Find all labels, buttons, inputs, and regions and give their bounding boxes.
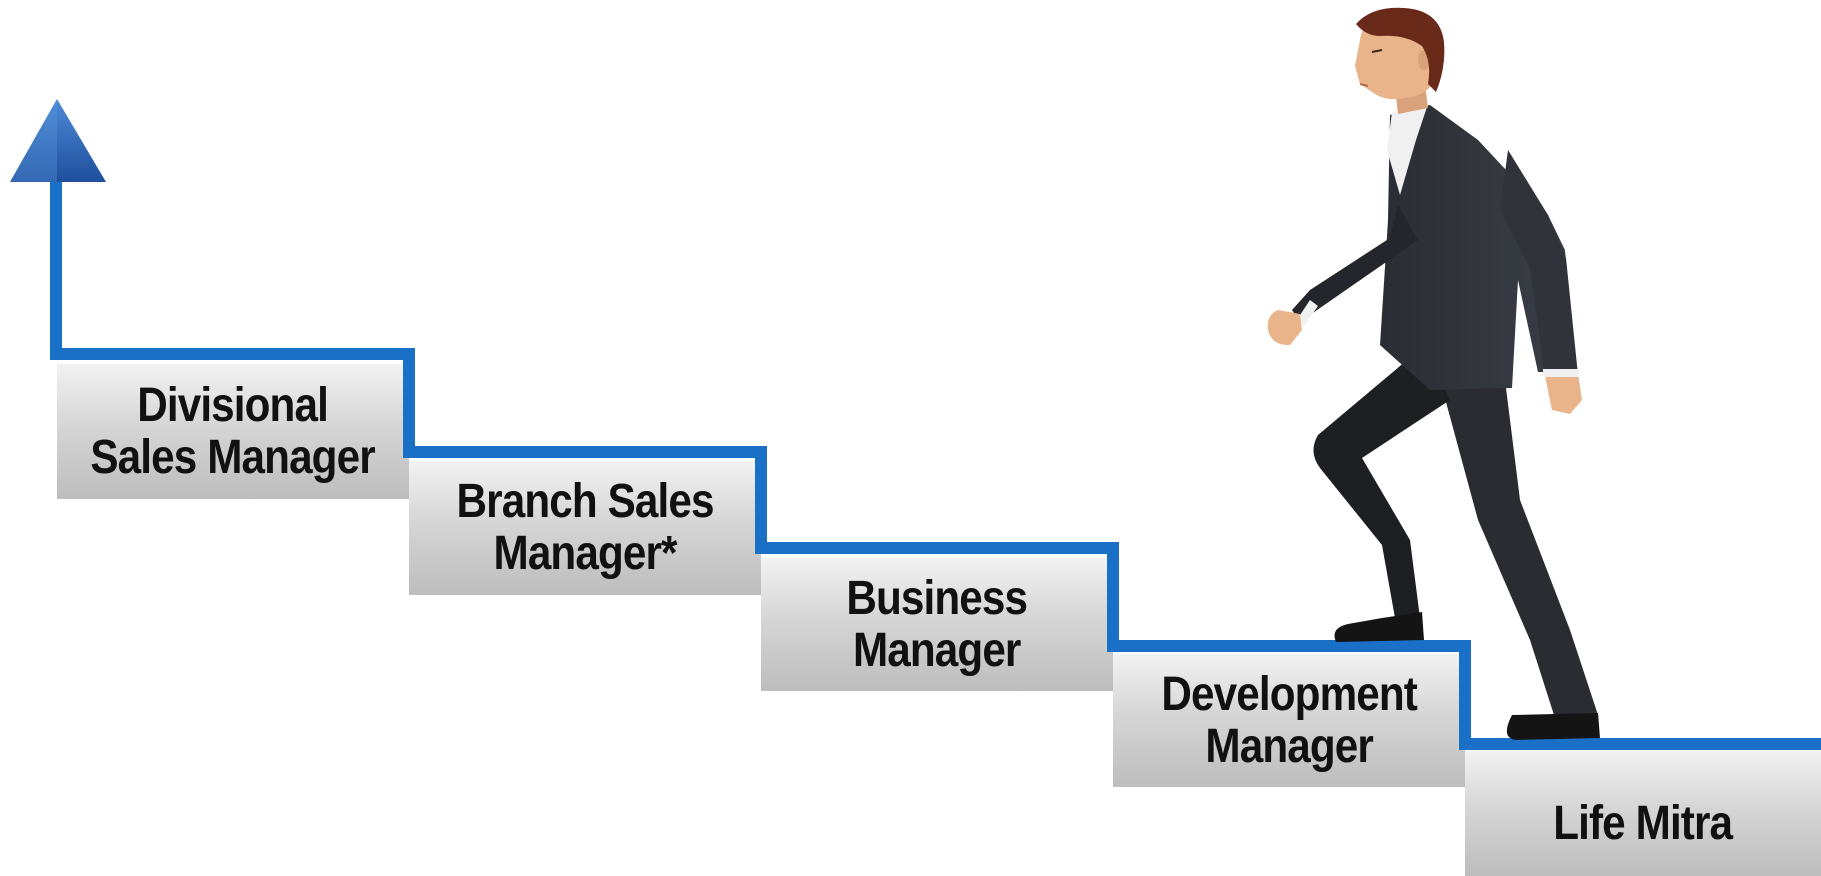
step-label-line: Manager <box>853 623 1021 677</box>
step-label: Development Manager <box>1161 667 1417 773</box>
step-label: Business Manager <box>846 571 1029 677</box>
step-label-line: Divisional <box>137 378 330 432</box>
step-business-manager: Business Manager <box>761 558 1113 691</box>
step-development-manager: Development Manager <box>1113 654 1465 787</box>
step-life-mitra: Life Mitra <box>1465 751 1821 876</box>
step-label: Branch Sales Manager* <box>456 475 714 580</box>
step-branch-sales-manager: Branch Sales Manager* <box>409 461 761 595</box>
step-label-line: Business <box>846 571 1029 625</box>
step-label-line: Branch Sales <box>456 475 714 528</box>
step-label-line: Manager* <box>493 527 677 580</box>
up-arrow-icon <box>10 99 106 182</box>
staircase-line <box>50 176 1821 750</box>
step-label-line: Sales Manager <box>90 430 376 484</box>
businessman-climbing-icon <box>1267 7 1600 740</box>
step-divisional-sales-manager: Divisional Sales Manager <box>57 364 409 499</box>
step-label: Divisional Sales Manager <box>90 378 376 484</box>
step-label-line: Manager <box>1205 719 1373 773</box>
step-label-line: Development <box>1161 667 1417 721</box>
step-label: Life Mitra <box>1553 778 1734 850</box>
step-label-line: Life Mitra <box>1553 796 1734 850</box>
